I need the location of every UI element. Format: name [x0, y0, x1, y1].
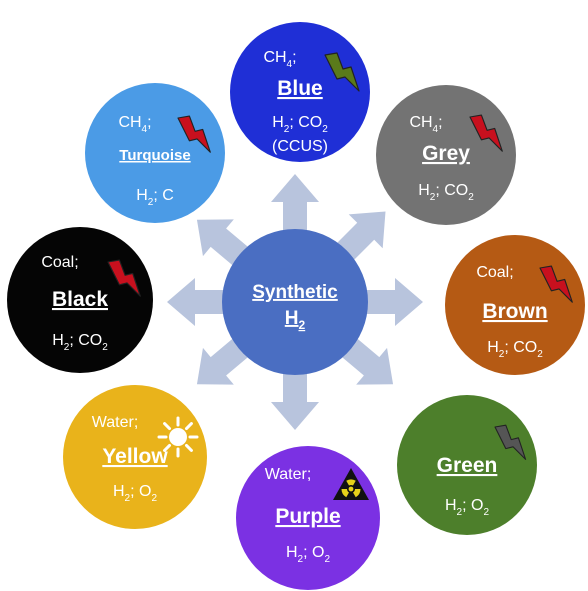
node-output: H2; CO2 [418, 182, 474, 203]
arrow-to-blue [271, 174, 319, 242]
node-output: H2; CO2 [487, 339, 543, 360]
arrow-shape [355, 278, 423, 326]
node-name: Green [437, 454, 498, 477]
node-feedstock: CH4; [409, 114, 442, 135]
radiation-icon [333, 468, 369, 500]
lightning-icon [494, 424, 527, 460]
node-output: H2; O2 [286, 544, 330, 565]
node-feedstock: CH4; [263, 49, 296, 70]
center-formula: H2 [285, 308, 306, 332]
lightning-icon [469, 114, 503, 152]
lightning-icon [324, 52, 360, 92]
node-output: H2; C [136, 187, 174, 208]
node-name: Turquoise [119, 147, 190, 164]
node-feedstock: CH4; [118, 114, 151, 135]
node-name: Yellow [102, 445, 168, 468]
arrows-layer [167, 174, 423, 430]
lightning-icon [107, 259, 141, 297]
node-name: Black [52, 288, 108, 311]
node-output: H2; CO2 [52, 332, 108, 353]
node-output: H2; CO2 [272, 114, 328, 135]
node-name: Brown [482, 300, 547, 323]
arrow-to-brown [355, 278, 423, 326]
lightning-icon [539, 265, 573, 303]
arrow-shape [271, 362, 319, 430]
arrow-shape [167, 278, 235, 326]
node-circle [63, 385, 207, 529]
node-output: H2; O2 [113, 483, 157, 504]
node-feedstock: Water; [265, 466, 312, 483]
node-name: Purple [275, 505, 340, 528]
arrow-to-black [167, 278, 235, 326]
node-feedstock: Coal; [476, 264, 513, 281]
node-extra: (CCUS) [272, 138, 328, 155]
sun-icon [157, 416, 199, 458]
center-title: Synthetic [252, 282, 338, 303]
node-name: Blue [277, 77, 323, 100]
center-circle [222, 229, 368, 375]
node-name: Grey [422, 142, 470, 165]
node-feedstock: Coal; [41, 254, 78, 271]
arrow-to-purple [271, 362, 319, 430]
lightning-icon [177, 115, 211, 153]
node-feedstock: Water; [92, 414, 139, 431]
node-output: H2; O2 [445, 497, 489, 518]
arrow-shape [271, 174, 319, 242]
